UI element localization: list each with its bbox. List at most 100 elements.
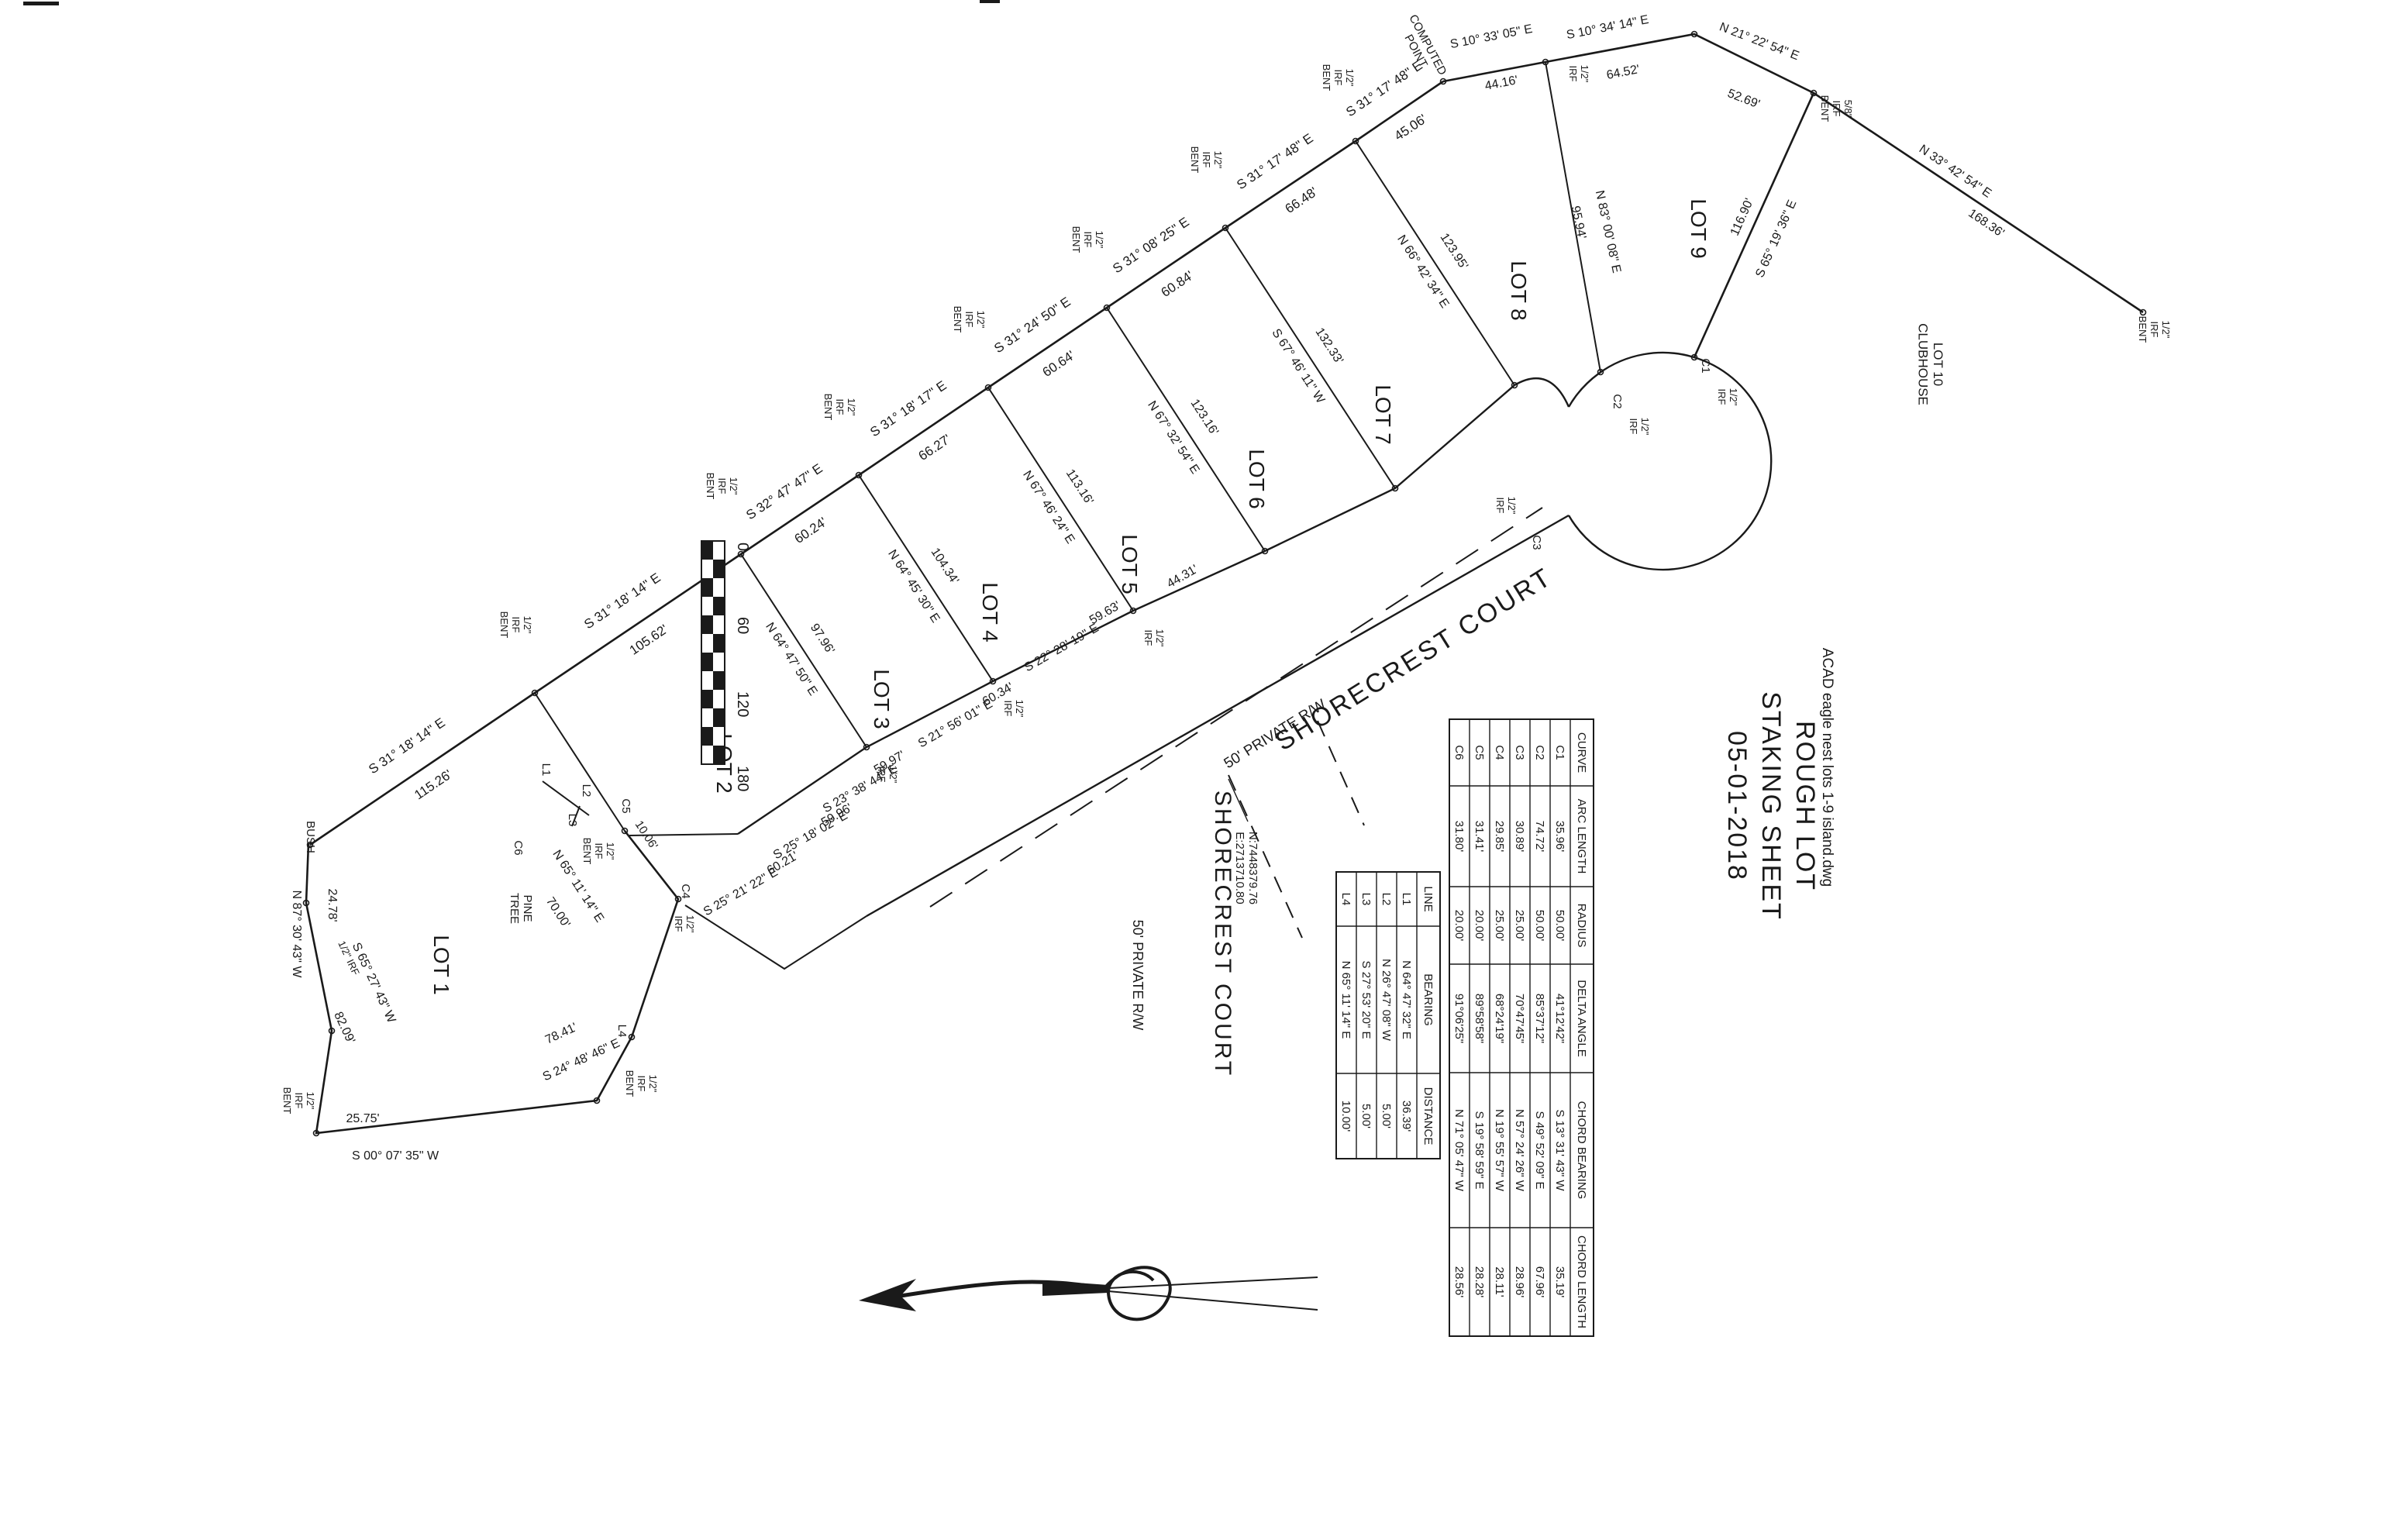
map-label: 25.75'	[346, 1112, 379, 1125]
map-label: S 31° 24' 50" E	[991, 295, 1073, 357]
lot-label: LOT 8	[1507, 260, 1531, 320]
map-label: 59.63'	[1087, 599, 1123, 627]
lot-line	[1355, 140, 1515, 386]
table-cell: 5.00'	[1380, 1104, 1393, 1128]
line-ref-label: L1	[539, 763, 553, 777]
road-rw-nw	[737, 377, 1570, 835]
tree-label: PINETREE	[508, 893, 534, 924]
table-cell: 28.11'	[1493, 1266, 1506, 1297]
table-cell: 89°58'58"	[1473, 994, 1486, 1043]
table-cell: N 64° 47' 32" E	[1400, 960, 1413, 1039]
table-cell: 25.00'	[1513, 910, 1526, 942]
map-label: S 31° 17' 48" E	[1234, 131, 1315, 193]
table-cell: 68°24'19"	[1493, 994, 1506, 1043]
map-label: S 00° 07' 35" W	[352, 1149, 439, 1163]
map-label: 52.69'	[1725, 87, 1761, 111]
table-cell: 25.00'	[1493, 910, 1506, 942]
map-label: 168.36'	[1966, 207, 2007, 240]
curve-ref-label: C3	[1530, 535, 1543, 550]
table-cell: 10.00'	[1339, 1101, 1352, 1132]
table-cell: 91°06'25"	[1452, 994, 1466, 1043]
map-label: 66.48'	[1283, 184, 1321, 216]
monument-label: 1/2"IRF	[1002, 700, 1025, 718]
monument-label: 1/2"IRFBENT	[1189, 146, 1224, 174]
map-label: 64.52'	[1605, 63, 1641, 82]
table-cell: L1	[1400, 893, 1413, 906]
table-cell: 31.80'	[1452, 821, 1466, 853]
map-label: N 87° 30' 43" W	[290, 891, 303, 979]
table-cell: 28.96'	[1513, 1266, 1526, 1298]
map-label: S 31° 18' 17" E	[867, 378, 949, 440]
table-cell: 31.41'	[1473, 821, 1486, 853]
map-label: 113.16'	[1063, 467, 1096, 508]
table-cell: N 65° 11' 14" E	[1339, 961, 1352, 1039]
table-header-cell: DISTANCE	[1421, 1087, 1435, 1146]
road-centerline	[929, 507, 1543, 908]
monument-label: 1/2"IRFBENT	[498, 612, 533, 639]
scale-tick-label: 120	[734, 691, 751, 717]
map-label: 45.06'	[1392, 112, 1430, 143]
lot-line	[1545, 61, 1601, 373]
table-header-cell: RADIUS	[1575, 904, 1588, 948]
table-cell: 50.00'	[1553, 910, 1566, 942]
map-label: N 83° 00' 08" E	[1593, 189, 1623, 274]
rw-continuation	[1317, 720, 1365, 826]
map-label: 78.41'	[543, 1021, 579, 1047]
bush-label: BUSH	[304, 821, 317, 853]
line-ref-label: L3	[566, 814, 579, 827]
table-cell: C4	[1493, 745, 1506, 760]
turnaround-line	[684, 904, 867, 970]
table-cell: 5.00'	[1359, 1104, 1373, 1128]
map-label: 44.31'	[1165, 563, 1201, 591]
road-rw-label: 50' PRIVATE R/W	[1130, 920, 1146, 1031]
file-note-block: ACAD eagle nest lots 1-9 island.dwg	[1819, 648, 1835, 887]
boundary-lot1	[305, 830, 680, 1135]
monument-label: 1/2"IRFBENT	[822, 394, 857, 421]
table-cell: 50.00'	[1533, 910, 1546, 942]
sheet-title: ROUGH LOTSTAKING SHEET05-01-2018	[1722, 691, 1820, 921]
monument-label: 1/2"IRF	[1716, 388, 1739, 406]
cul-de-sac	[1567, 351, 1773, 571]
monument-label: 1/2"IRF	[1628, 418, 1651, 436]
line-ref-label: L2	[580, 784, 593, 798]
lot-line	[1106, 307, 1266, 552]
monument-label: 1/2"IRFBENT	[624, 1070, 659, 1097]
map-label: S 31° 18' 14" E	[366, 715, 447, 777]
curve-ref-label: C5	[619, 798, 632, 813]
table-cell: 28.56'	[1452, 1266, 1466, 1298]
map-label: 97.96'	[808, 622, 837, 656]
lot-line	[740, 553, 867, 748]
map-label: 60.84'	[1159, 268, 1197, 300]
scale-tick-label: 0	[734, 543, 751, 551]
lot-line	[534, 692, 625, 832]
curve-ref-label: C4	[679, 884, 692, 898]
map-label: 44.16'	[1483, 74, 1519, 93]
monument-label: 1/2"IRF	[876, 766, 899, 784]
table-cell: 30.89'	[1513, 821, 1526, 853]
monument-label: 1/2"IRFBENT	[281, 1087, 316, 1115]
rw-continuation	[1228, 774, 1303, 939]
table-cell: L4	[1339, 893, 1352, 906]
monument-label: 5/8"IRFBENT	[1819, 95, 1854, 122]
table-cell: S 49° 52' 09" E	[1533, 1111, 1546, 1190]
scan-artifact	[980, 0, 1000, 3]
scale-tick-label: 60	[734, 617, 751, 634]
table-cell: 70°47'45"	[1513, 994, 1526, 1043]
map-label: S 21° 56' 01" E	[916, 698, 995, 751]
table-cell: 67.96'	[1533, 1266, 1546, 1298]
road-name: SHORECREST COURT	[1210, 791, 1235, 1077]
monument-label: 1/2"IRFBENT	[581, 838, 616, 865]
map-label: 60.64'	[1040, 348, 1078, 380]
table-header-cell: CHORD LENGTH	[1575, 1235, 1588, 1328]
lot-label: LOT 5	[1118, 534, 1142, 594]
map-label: N 33° 42' 54" E	[1917, 143, 1993, 201]
map-label: S 31° 17' 48" E	[1343, 58, 1425, 120]
table-cell: N 26° 47' 08" W	[1380, 959, 1393, 1042]
lot-line	[1225, 227, 1396, 489]
boundary-top	[1442, 33, 2144, 314]
north-arrow-icon	[859, 1266, 1318, 1321]
